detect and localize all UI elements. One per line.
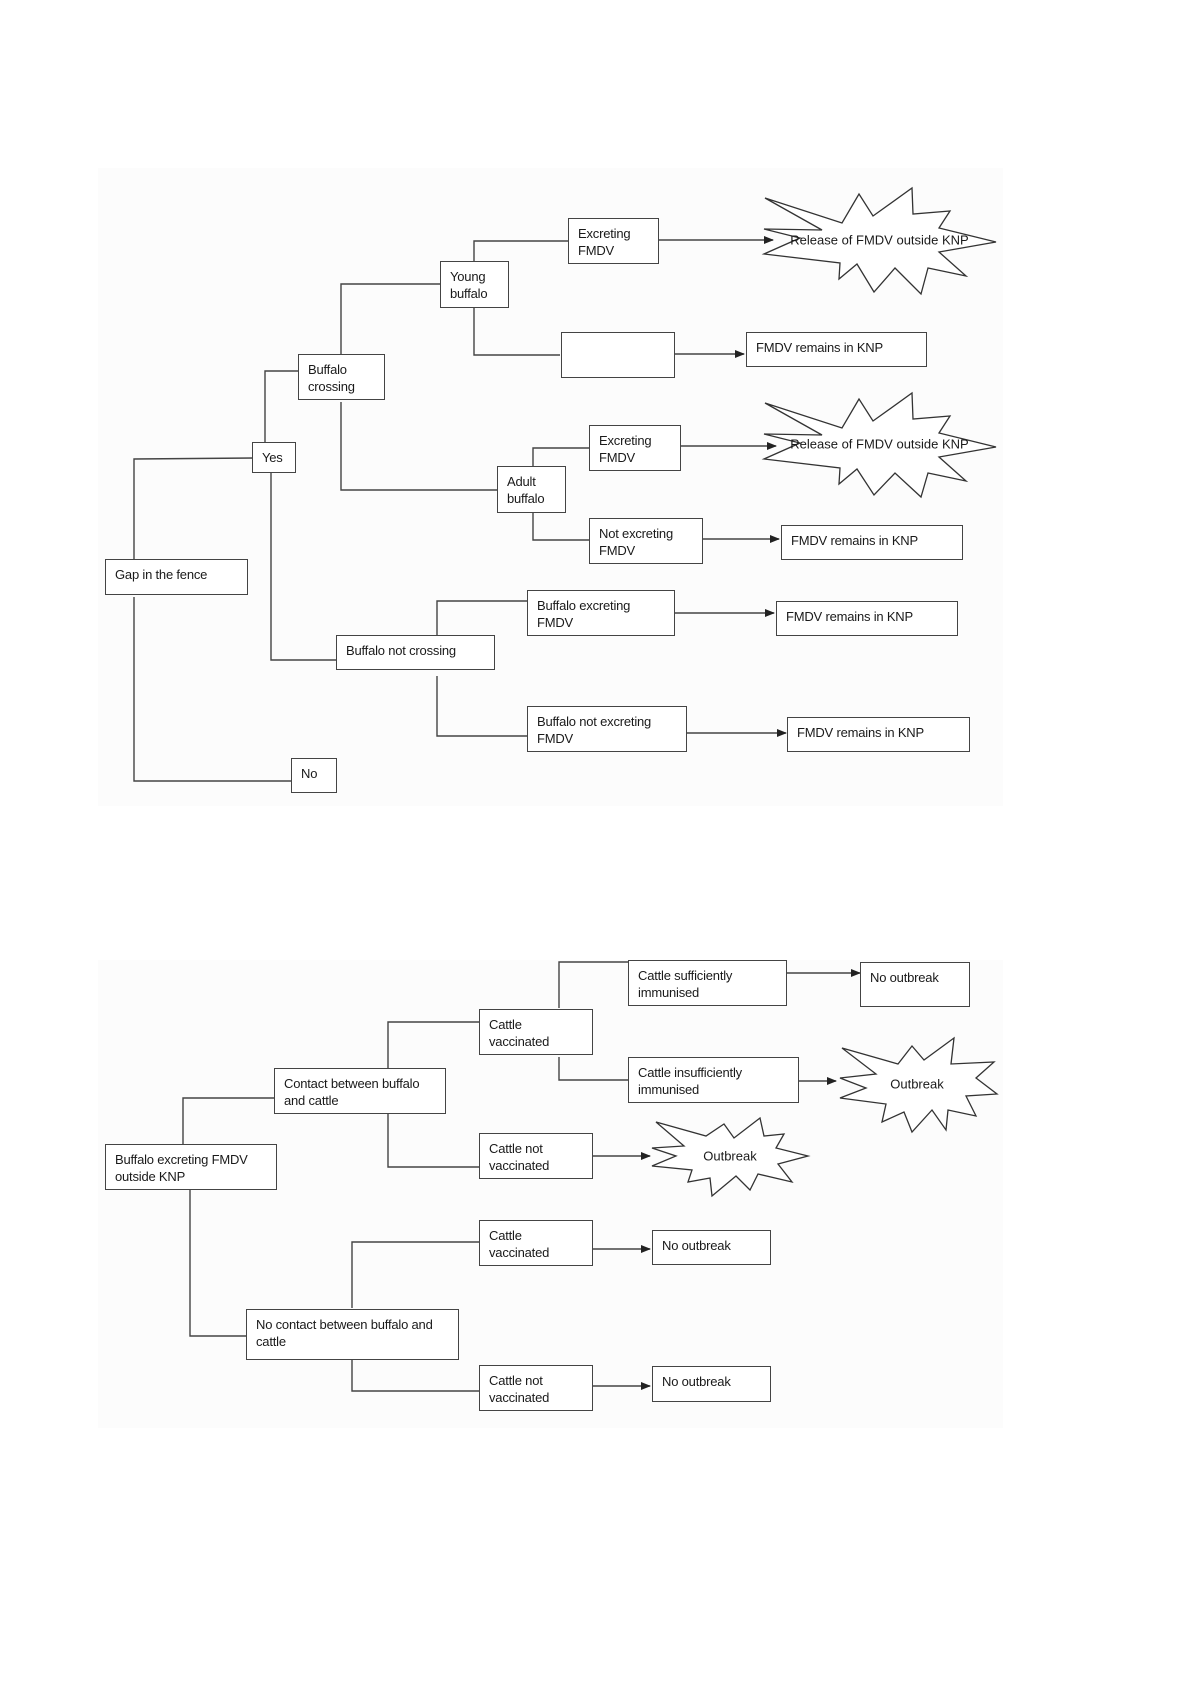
node-buffalo-crossing: Buffalo crossing: [298, 354, 385, 400]
edge-adult-excreting: [532, 447, 590, 468]
burst-shape-icon: [761, 186, 997, 296]
node-sufficiently-immunised: Cattle sufficiently immunised: [628, 960, 787, 1006]
node-nocontact-cattle-not-vaccinated: Cattle not vaccinated: [479, 1365, 593, 1411]
node-contact-cattle-not-vaccinated: Cattle not vaccinated: [479, 1133, 593, 1179]
node-no-contact: No contact between buffalo and cattle: [246, 1309, 459, 1360]
edge-nocontact-vacc: [351, 1241, 479, 1308]
node-no: No: [291, 758, 337, 793]
outcome-release-2: Release of FMDV outside KNP: [761, 389, 997, 499]
node-young-excreting: Excreting FMDV: [568, 218, 659, 264]
outcome-outbreak-2: Outbreak: [650, 1116, 811, 1198]
edge-young-excreting: [473, 240, 568, 262]
edge-root-yes: [133, 457, 255, 577]
edge-crossing-young: [340, 283, 440, 357]
edge-vacc-sufficient: [558, 961, 628, 1008]
node-gap-in-fence: Gap in the fence: [105, 559, 248, 595]
outcome-remains-1: FMDV remains in KNP: [746, 332, 927, 367]
node-buffalo-not-crossing: Buffalo not crossing: [336, 635, 495, 670]
edge-nc-notexcreting: [436, 676, 528, 737]
outcome-remains-3: FMDV remains in KNP: [776, 601, 958, 636]
outcome-release-1: Release of FMDV outside KNP: [761, 184, 997, 296]
outcome-remains-2: FMDV remains in KNP: [781, 525, 963, 560]
edge-yes-notcrossing: [270, 473, 340, 661]
edge-yes-crossing: [264, 370, 300, 445]
node-nc-excreting: Buffalo excreting FMDV: [527, 590, 675, 636]
outcome-no-outbreak-2: No outbreak: [652, 1230, 771, 1265]
node-contact-cattle-vaccinated: Cattle vaccinated: [479, 1009, 593, 1055]
burst-shape-icon: [839, 1036, 999, 1134]
burst-shape-icon: [651, 1116, 811, 1198]
node-yes: Yes: [252, 442, 296, 473]
outcome-label: Release of FMDV outside KNP: [790, 436, 969, 452]
node-buffalo-excreting-outside: Buffalo excreting FMDV outside KNP: [105, 1144, 277, 1190]
edge-nc-excreting: [436, 600, 528, 646]
edge-contact-vacc: [387, 1021, 479, 1068]
edge-root-contact: [182, 1097, 275, 1145]
outcome-no-outbreak-3: No outbreak: [652, 1366, 771, 1402]
edge-crossing-adult: [340, 402, 500, 491]
outcome-label: Outbreak: [703, 1148, 757, 1164]
node-young-buffalo: Young buffalo: [440, 261, 509, 308]
edge-contact-notvacc: [387, 1113, 479, 1168]
outcome-label: Outbreak: [890, 1076, 944, 1092]
edge-root-nocontact: [189, 1190, 246, 1337]
outcome-label: Release of FMDV outside KNP: [790, 232, 969, 248]
edge-adult-notexcreting: [532, 513, 590, 541]
node-contact: Contact between buffalo and cattle: [274, 1068, 446, 1114]
node-adult-buffalo: Adult buffalo: [497, 466, 566, 513]
outcome-remains-4: FMDV remains in KNP: [787, 717, 970, 752]
node-insufficiently-immunised: Cattle insufficiently immunised: [628, 1057, 799, 1103]
node-young-empty: [561, 332, 675, 378]
edge-vacc-insufficient: [558, 1057, 628, 1081]
node-nc-not-excreting: Buffalo not excreting FMDV: [527, 706, 687, 752]
node-adult-excreting: Excreting FMDV: [589, 425, 681, 471]
node-nocontact-cattle-vaccinated: Cattle vaccinated: [479, 1220, 593, 1266]
burst-shape-icon: [761, 391, 997, 499]
node-adult-not-excreting: Not excreting FMDV: [589, 518, 703, 564]
edge-young-empty: [473, 306, 560, 356]
outcome-no-outbreak-1: No outbreak: [860, 962, 970, 1007]
edge-nocontact-notvacc: [351, 1360, 479, 1392]
outcome-outbreak-1: Outbreak: [836, 1036, 999, 1134]
edge-root-no: [133, 597, 296, 782]
